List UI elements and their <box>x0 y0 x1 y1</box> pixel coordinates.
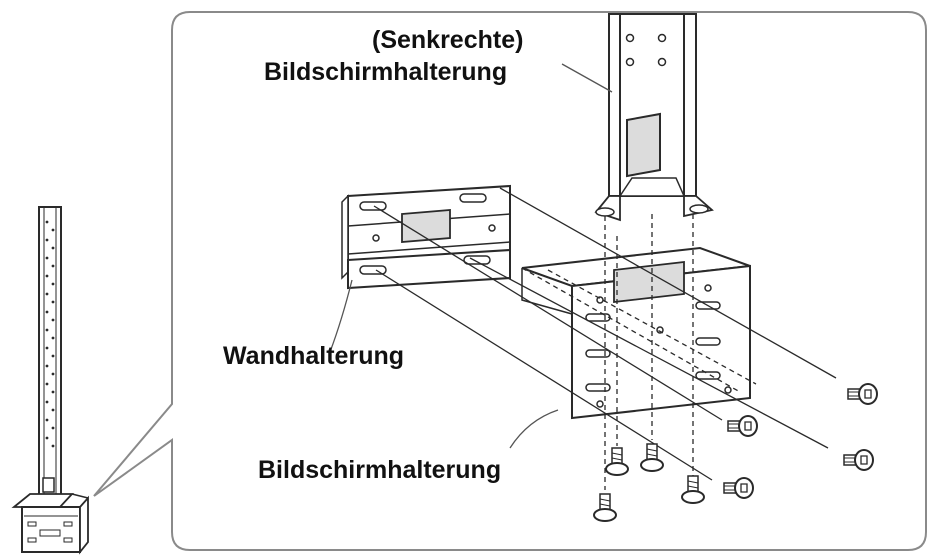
leader-lines <box>329 63 613 449</box>
bracket-slots <box>585 301 721 392</box>
wall-bracket <box>341 184 511 290</box>
overview-stand-holes <box>45 220 55 448</box>
wall-bracket-label: Wandhalterung <box>223 342 405 370</box>
vertical-mount <box>594 13 714 222</box>
vertical-mount-label-line1: (Senkrechte) <box>372 26 524 54</box>
screen-bracket-label: Bildschirmhalterung <box>258 456 502 484</box>
guide-lines-dashed <box>521 214 757 490</box>
overview-stand <box>11 206 89 555</box>
callout-frame <box>93 11 927 551</box>
vertical-mount-label-line2: Bildschirmhalterung <box>264 58 508 86</box>
